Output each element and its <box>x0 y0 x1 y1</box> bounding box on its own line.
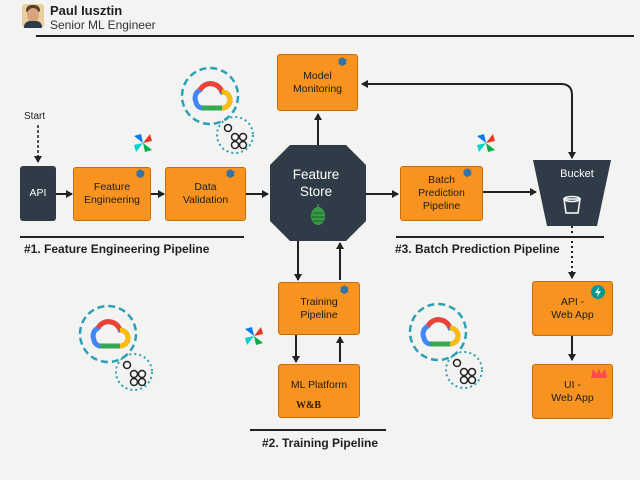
section-rule-batch-prediction <box>396 236 604 238</box>
author-avatar <box>22 4 44 28</box>
google-cloud-icon <box>408 302 468 362</box>
data-validation-line-1: Data <box>194 181 217 193</box>
python-icon: ⬢ <box>226 169 235 180</box>
arrow-monitoring-bucket-loop <box>361 80 573 158</box>
python-icon: ⬢ <box>136 169 145 180</box>
feature-store-shape <box>270 145 366 241</box>
api-web-app-line-1: API - <box>560 295 585 308</box>
section-rule-feature-engineering <box>20 236 244 238</box>
python-icon: ⬢ <box>463 168 472 179</box>
hopsworks-hop-icon <box>311 204 325 225</box>
section-label-feature-engineering: #1. Feature Engineering Pipeline <box>24 242 210 256</box>
batch-prediction-line-2: Prediction <box>418 187 465 199</box>
ml-platform-label: ML Platform <box>290 379 348 391</box>
wandb-logo: W&B <box>296 400 321 411</box>
header-divider <box>36 35 634 37</box>
batch-prediction-node: Batch Prediction Pipeline <box>400 166 483 221</box>
section-label-training: #2. Training Pipeline <box>262 436 379 450</box>
kubeflow-pipeline-icon <box>445 351 483 389</box>
api-node-label: API <box>29 187 47 199</box>
section-label-batch-prediction: #3. Batch Prediction Pipeline <box>395 242 560 256</box>
batch-prediction-line-3: Pipeline <box>422 200 461 212</box>
google-cloud-icon <box>78 304 138 364</box>
feature-engineering-line-2: Engineering <box>83 194 141 206</box>
bucket-icon <box>563 195 581 214</box>
feature-engineering-node: Feature Engineering <box>73 167 151 221</box>
fastapi-bolt-icon <box>591 285 605 299</box>
batch-prediction-line-1: Batch <box>428 174 455 186</box>
model-monitoring-line-1: Model <box>303 69 332 82</box>
airflow-pinwheel-icon <box>134 134 152 152</box>
author-title: Senior ML Engineer <box>50 18 156 32</box>
python-icon: ⬢ <box>338 57 347 68</box>
data-validation-line-2: Validation <box>182 194 229 206</box>
feature-store-line-2: Store <box>299 184 333 199</box>
start-label: Start <box>24 111 46 122</box>
feature-store-label: Feature Store <box>270 166 362 200</box>
ml-platform-node: ML Platform <box>278 364 360 418</box>
api-web-app-line-2: Web App <box>551 308 594 321</box>
google-cloud-icon <box>180 66 240 126</box>
training-pipeline-line-1: Training <box>300 295 338 308</box>
author-name: Paul Iusztin <box>50 3 123 18</box>
ui-web-app-node: UI - Web App <box>532 364 613 419</box>
ui-web-app-line-2: Web App <box>551 391 594 404</box>
bucket-label: Bucket <box>560 168 594 180</box>
api-node: API <box>20 166 56 221</box>
airflow-pinwheel-icon <box>477 134 495 152</box>
section-rule-training <box>250 429 386 431</box>
feature-store-line-1: Feature <box>292 167 340 182</box>
bucket-shape <box>533 160 611 226</box>
model-monitoring-node: Model Monitoring <box>277 54 358 111</box>
streamlit-crown-icon <box>591 368 607 378</box>
airflow-pinwheel-icon <box>245 327 263 345</box>
training-pipeline-node: Training Pipeline <box>278 282 360 335</box>
ui-web-app-line-1: UI - <box>564 378 581 391</box>
model-monitoring-line-2: Monitoring <box>292 82 343 95</box>
feature-engineering-line-1: Feature <box>93 181 131 193</box>
python-icon: ⬢ <box>340 285 349 296</box>
training-pipeline-line-2: Pipeline <box>300 308 338 321</box>
kubeflow-pipeline-icon <box>115 353 153 391</box>
kubeflow-pipeline-icon <box>216 116 254 154</box>
data-validation-node: Data Validation <box>165 167 246 221</box>
